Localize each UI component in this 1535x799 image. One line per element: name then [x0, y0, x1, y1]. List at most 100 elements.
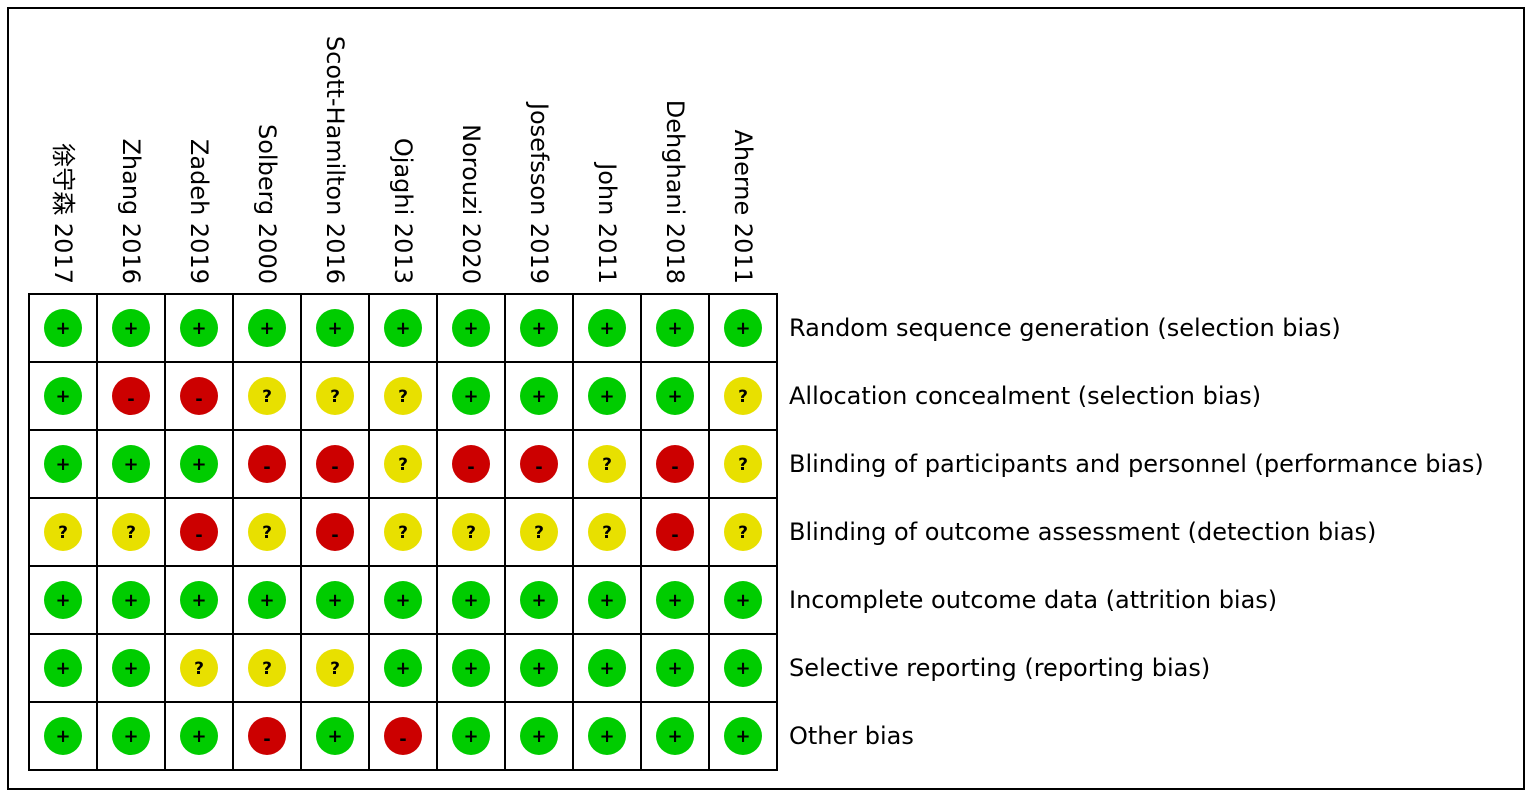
judgement-symbol: +	[667, 726, 682, 747]
judgement-circle	[180, 649, 218, 687]
judgement-circle	[724, 445, 762, 483]
judgement-circle	[248, 309, 286, 347]
judgement-circle	[180, 445, 218, 483]
judgement-symbol: +	[599, 318, 614, 339]
judgement-circle	[180, 581, 218, 619]
judgement-symbol: +	[123, 590, 138, 611]
judgement-circle	[520, 445, 558, 483]
judgement-circle	[452, 581, 490, 619]
judgement-circle	[112, 309, 150, 347]
judgement-circle	[384, 309, 422, 347]
judgement-symbol: ?	[738, 523, 748, 543]
judgement-circle	[588, 717, 626, 755]
judgement-circle	[248, 445, 286, 483]
study-label: John 2011	[593, 161, 621, 284]
judgement-symbol: -	[671, 457, 678, 478]
judgement-circle	[520, 649, 558, 687]
judgement-symbol: +	[667, 658, 682, 679]
judgement-circle	[656, 513, 694, 551]
judgement-symbol: +	[55, 318, 70, 339]
domain-label: Selective reporting (reporting bias)	[789, 654, 1210, 682]
judgement-symbol: +	[735, 726, 750, 747]
judgement-symbol: +	[55, 590, 70, 611]
judgement-circle	[452, 445, 490, 483]
domain-label: Blinding of outcome assessment (detectio…	[789, 518, 1376, 546]
judgement-symbol: +	[463, 590, 478, 611]
judgement-symbol: +	[395, 658, 410, 679]
judgement-circle	[44, 445, 82, 483]
judgement-symbol: +	[667, 318, 682, 339]
judgement-symbol: +	[463, 318, 478, 339]
judgement-circle	[588, 513, 626, 551]
judgement-circle	[248, 649, 286, 687]
judgement-circle	[112, 513, 150, 551]
judgement-circle	[588, 377, 626, 415]
judgement-circle	[44, 717, 82, 755]
judgement-symbol: +	[735, 590, 750, 611]
judgement-circle	[384, 513, 422, 551]
judgement-circle	[452, 717, 490, 755]
judgement-circle	[656, 649, 694, 687]
judgement-circle	[384, 581, 422, 619]
judgement-symbol: +	[55, 726, 70, 747]
judgement-symbol: +	[327, 590, 342, 611]
study-label: Josefsson 2019	[525, 101, 553, 284]
judgement-circle	[316, 649, 354, 687]
judgement-circle	[248, 717, 286, 755]
judgement-symbol: +	[599, 590, 614, 611]
judgement-symbol: +	[123, 454, 138, 475]
judgement-symbol: ?	[398, 387, 408, 407]
judgement-circle	[248, 513, 286, 551]
judgement-circle	[520, 513, 558, 551]
judgement-symbol: -	[535, 457, 542, 478]
study-label: Dehghani 2018	[661, 100, 689, 284]
judgement-symbol: +	[55, 386, 70, 407]
judgement-symbol: +	[531, 318, 546, 339]
judgement-symbol: +	[123, 658, 138, 679]
judgement-symbol: ?	[330, 387, 340, 407]
judgement-circle	[656, 309, 694, 347]
judgement-circle	[520, 581, 558, 619]
judgement-circle	[316, 377, 354, 415]
judgement-circle	[588, 445, 626, 483]
judgement-symbol: ?	[466, 523, 476, 543]
study-label: Zhang 2016	[117, 138, 145, 284]
judgement-symbol: ?	[398, 523, 408, 543]
judgement-circle	[316, 717, 354, 755]
domain-label: Other bias	[789, 722, 914, 750]
judgement-symbol: +	[395, 590, 410, 611]
judgement-symbol: ?	[602, 455, 612, 475]
judgement-symbol: +	[667, 590, 682, 611]
judgement-circle	[112, 581, 150, 619]
judgement-circle	[180, 717, 218, 755]
domain-label: Allocation concealment (selection bias)	[789, 382, 1261, 410]
study-label: Norouzi 2020	[457, 124, 485, 284]
judgement-symbol: +	[123, 726, 138, 747]
judgement-circle	[384, 377, 422, 415]
domain-label: Random sequence generation (selection bi…	[789, 314, 1341, 342]
judgement-symbol: +	[395, 318, 410, 339]
judgement-symbol: ?	[398, 455, 408, 475]
judgement-symbol: +	[735, 658, 750, 679]
judgement-symbol: +	[463, 726, 478, 747]
judgement-circle	[316, 445, 354, 483]
judgement-symbol: +	[463, 386, 478, 407]
judgement-circle	[44, 581, 82, 619]
study-label: Ojaghi 2013	[389, 138, 417, 284]
judgement-symbol: +	[531, 726, 546, 747]
judgement-circle	[112, 377, 150, 415]
judgement-circle	[724, 717, 762, 755]
judgement-symbol: +	[191, 590, 206, 611]
judgement-symbol: ?	[262, 523, 272, 543]
judgement-symbol: -	[671, 525, 678, 546]
judgement-symbol: +	[191, 726, 206, 747]
judgement-symbol: ?	[58, 523, 68, 543]
judgement-circle	[316, 513, 354, 551]
study-label: 徐守森 2017	[49, 143, 77, 284]
judgement-symbol: ?	[330, 659, 340, 679]
judgement-circle	[656, 377, 694, 415]
judgement-circle	[316, 309, 354, 347]
judgement-circle	[180, 377, 218, 415]
judgement-circle	[180, 309, 218, 347]
study-label: Zadeh 2019	[185, 139, 213, 284]
